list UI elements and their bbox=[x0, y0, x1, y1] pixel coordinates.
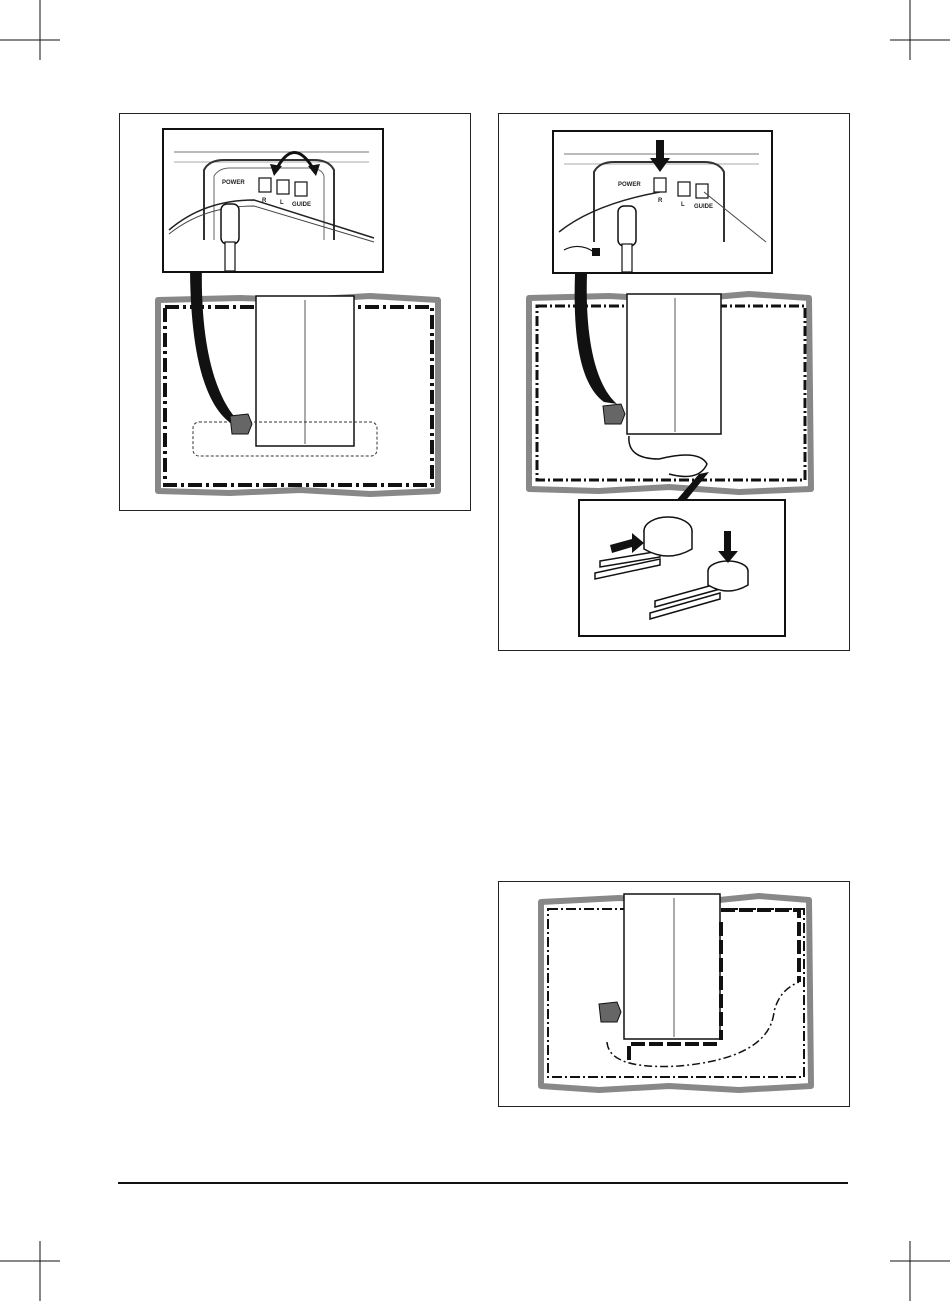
inset-station-connectors: POWER R L GUIDE bbox=[162, 128, 384, 273]
station-connector-panel: POWER R L GUIDE bbox=[164, 130, 382, 271]
connector-label-l: L bbox=[280, 200, 284, 206]
coupler-splice-icon bbox=[580, 501, 784, 635]
down-arrow-icon bbox=[650, 140, 670, 172]
charging-station-icon bbox=[599, 1002, 621, 1022]
connector-label-r-2: R bbox=[658, 198, 663, 204]
inset-station-connectors-2: POWER R L GUIDE bbox=[552, 130, 773, 274]
connector-label-power-2: POWER bbox=[618, 182, 641, 188]
curved-double-arrow-icon bbox=[270, 153, 320, 177]
charging-station-icon bbox=[603, 404, 625, 424]
connector-label-guide: GUIDE bbox=[292, 202, 311, 208]
lawn-boundary-diagram-3 bbox=[499, 882, 849, 1106]
connector-label-power: POWER bbox=[222, 180, 245, 186]
figure-connect-guide-wire: POWER R L GUIDE bbox=[119, 113, 471, 511]
inset-coupler-detail bbox=[578, 499, 786, 637]
figure-boundary-loop-layout bbox=[498, 881, 850, 1107]
charging-station-icon bbox=[230, 414, 252, 434]
footer-rule bbox=[118, 1182, 848, 1184]
connector-label-l-2: L bbox=[681, 202, 685, 208]
figure-press-connector: POWER R L GUIDE bbox=[498, 113, 850, 651]
station-connector-panel-2: POWER R L GUIDE bbox=[554, 132, 771, 272]
connector-label-guide-2: GUIDE bbox=[694, 204, 713, 210]
